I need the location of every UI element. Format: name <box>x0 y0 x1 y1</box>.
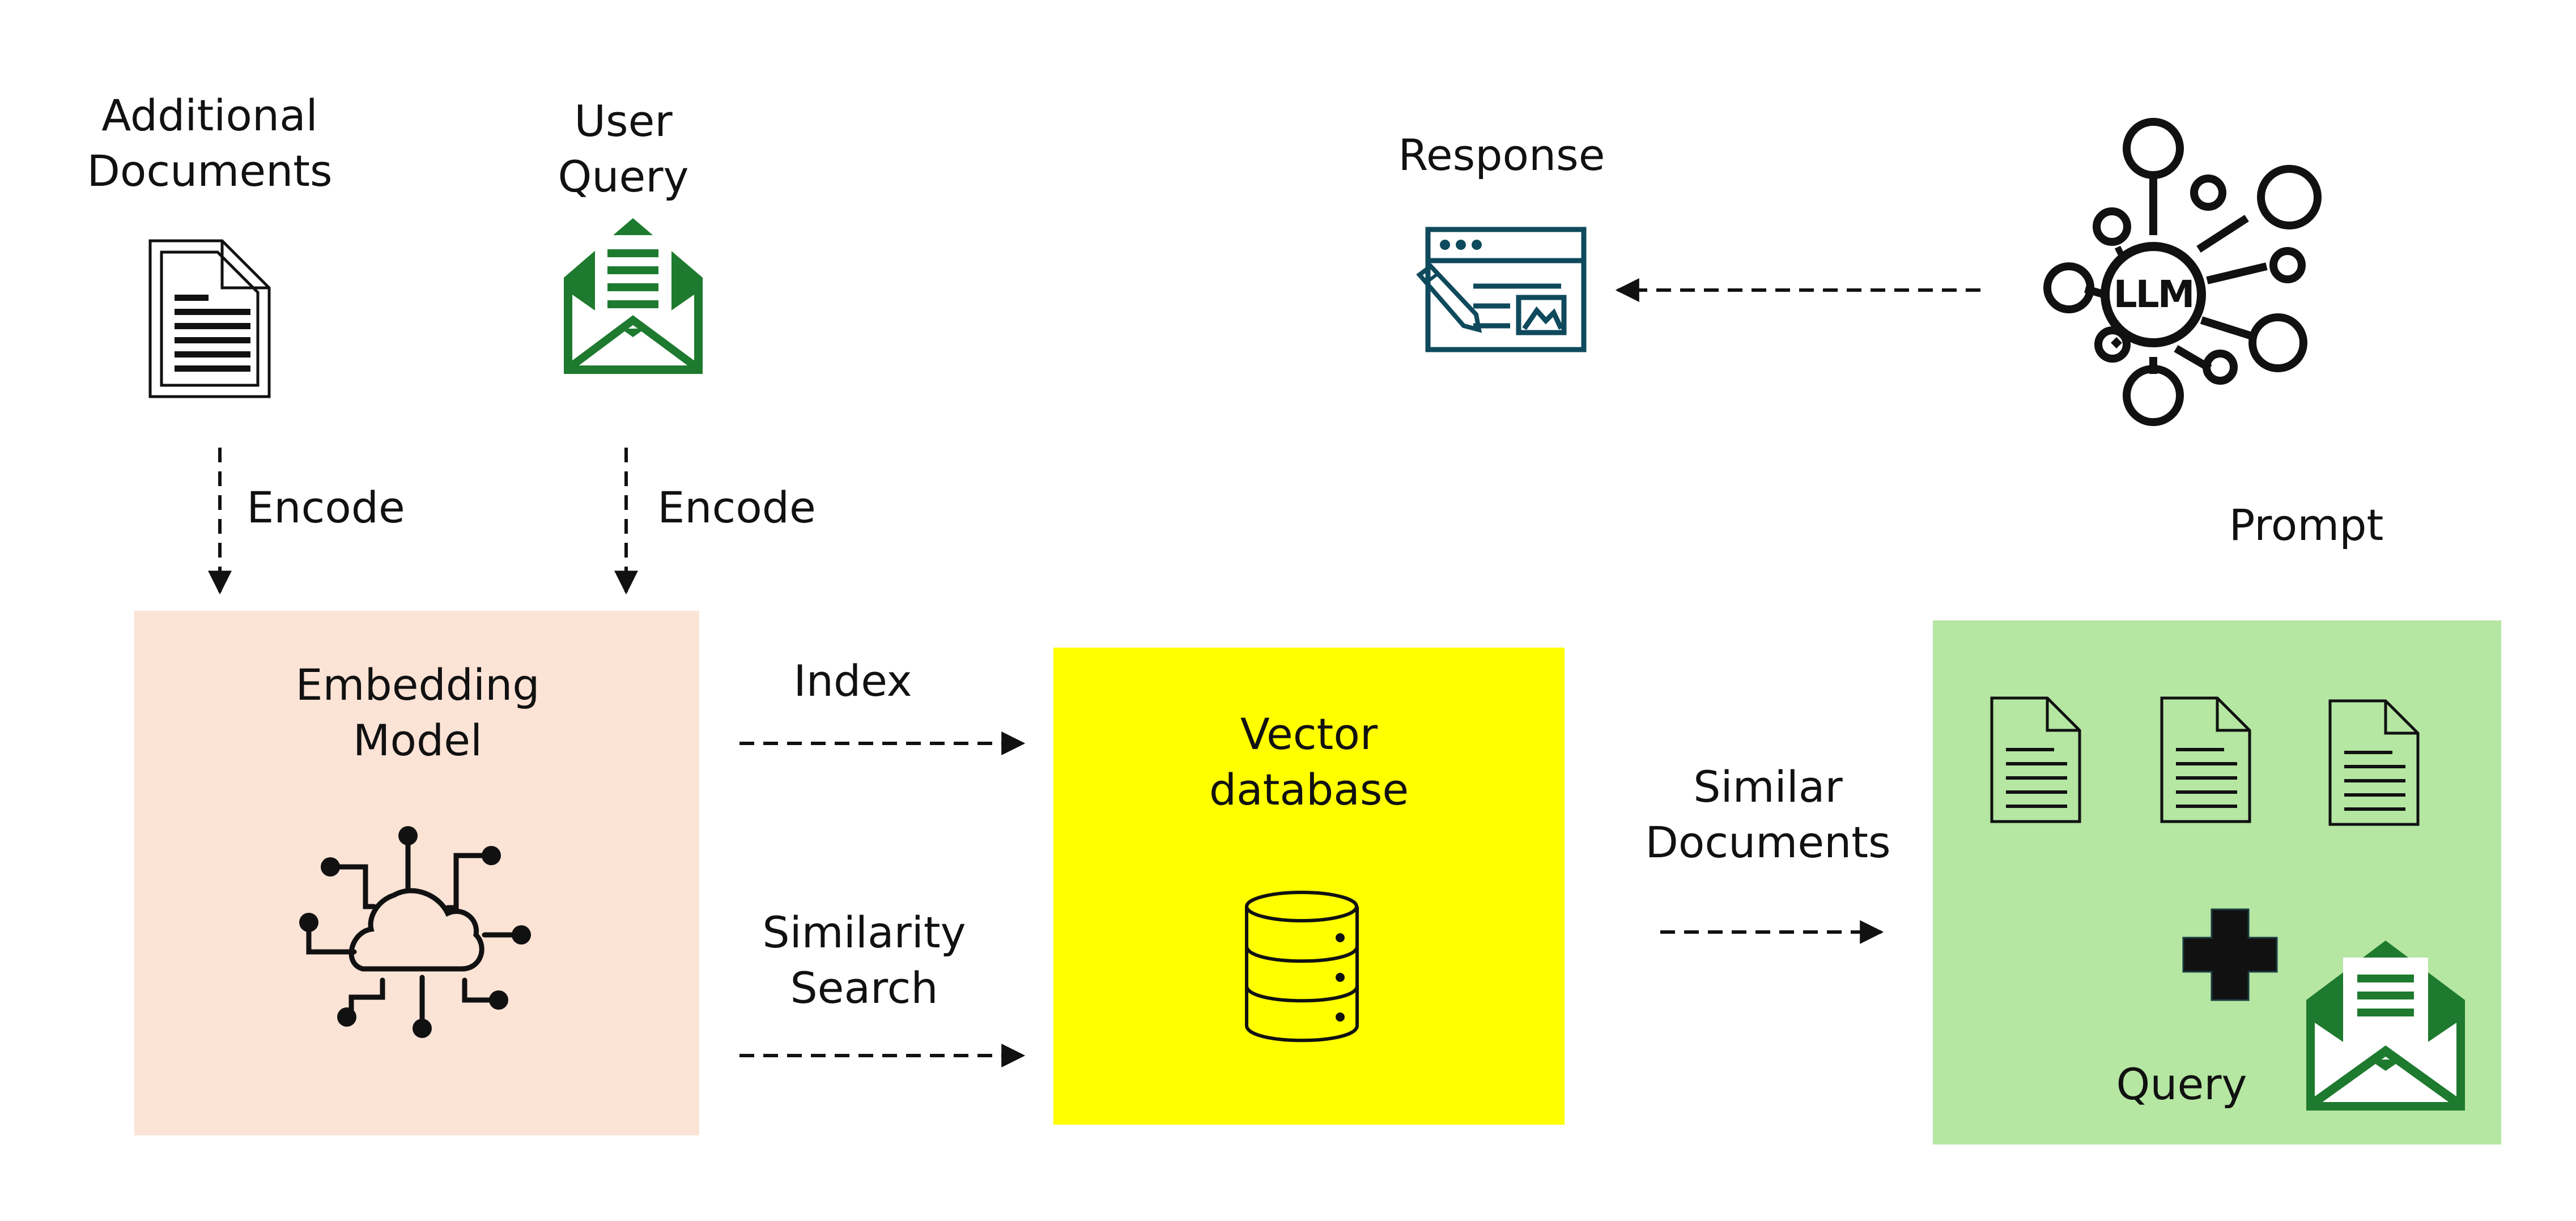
database-icon <box>1245 891 1359 1043</box>
vector-database-box <box>1053 648 1565 1125</box>
additional-documents-label: Additional Documents <box>87 90 333 196</box>
document-icon <box>2160 696 2251 823</box>
prompt-label: Prompt <box>2229 500 2384 550</box>
document-icon <box>1990 696 2081 823</box>
encode-left-label: Encode <box>246 482 405 533</box>
vector-database-label: Vector database <box>1209 709 1409 815</box>
llm-label: LLM <box>2113 273 2195 316</box>
document-icon <box>2328 699 2420 826</box>
embedding-model-label: Embedding Model <box>295 660 540 765</box>
similarity-search-label: Similarity Search <box>762 907 966 1013</box>
plus-icon <box>2182 908 2278 1001</box>
document-icon <box>148 239 271 398</box>
similar-documents-label: Similar Documents <box>1645 761 1891 867</box>
envelope-letter-icon <box>2306 941 2465 1111</box>
encode-right-label: Encode <box>657 482 816 533</box>
query-label: Query <box>2116 1059 2247 1109</box>
envelope-letter-icon <box>564 218 703 374</box>
llm-network-icon <box>2043 118 2322 426</box>
web-page-edit-icon <box>1416 227 1587 352</box>
response-label: Response <box>1398 130 1605 180</box>
index-label: Index <box>793 656 912 706</box>
user-query-label: User Query <box>558 96 689 202</box>
embedding-model-box <box>134 611 699 1135</box>
